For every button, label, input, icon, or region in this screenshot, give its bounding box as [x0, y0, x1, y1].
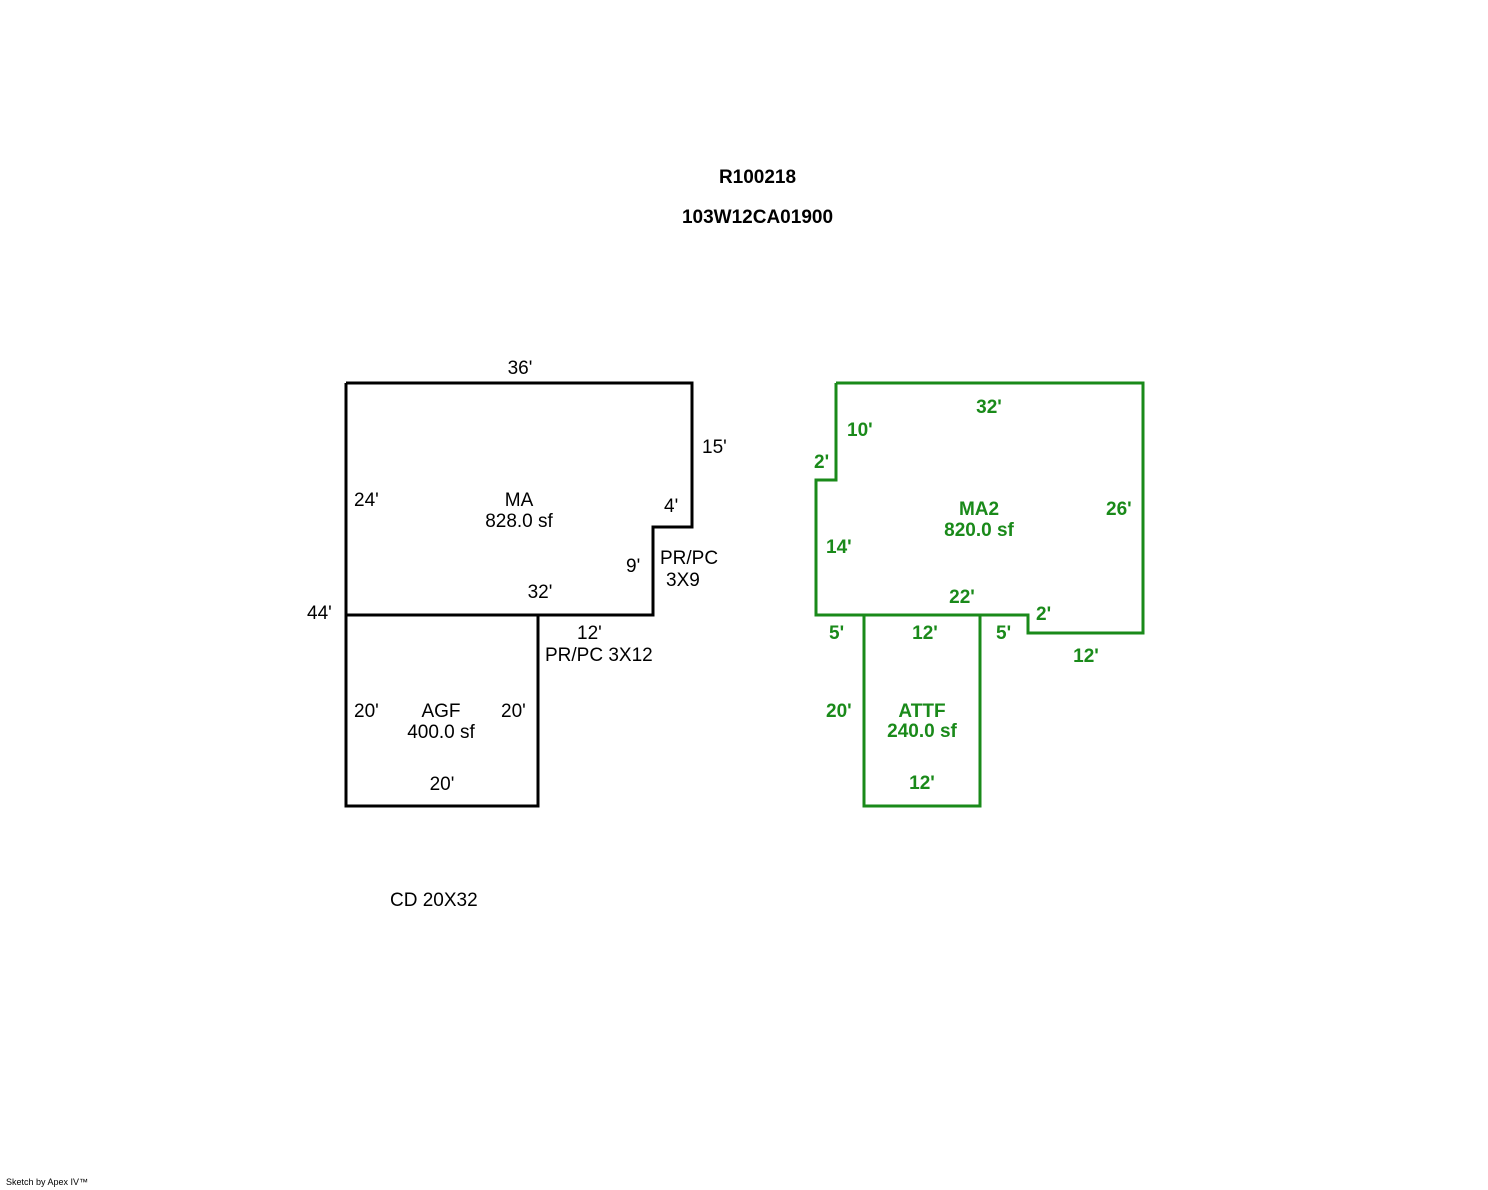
dim-overall-left: 44': [307, 603, 332, 624]
agf-label: AGF: [421, 701, 460, 722]
porch1-size: 3X9: [666, 570, 700, 591]
cd-note: CD 20X32: [390, 890, 478, 911]
dim-ma2-top-left: 10': [847, 420, 873, 441]
dim-ma2-top: 32': [976, 397, 1002, 418]
ma-area: 828.0 sf: [485, 511, 553, 532]
attf-label: ATTF: [898, 701, 945, 722]
dim-agf-left: 20': [354, 701, 379, 722]
dim-ma-top: 36': [508, 358, 533, 379]
dim-ma-notch-v: 9': [626, 556, 640, 577]
dim-ma-right: 15': [702, 437, 727, 458]
porch2-label: PR/PC 3X12: [545, 645, 653, 666]
dim-attf-left-gap: 5': [829, 623, 844, 644]
attf-area: 240.0 sf: [887, 721, 957, 742]
sketch-id-title: R100218: [718, 167, 797, 188]
dim-ma-bottom: 32': [528, 582, 553, 603]
footer-credit: Sketch by Apex IV™: [6, 1177, 89, 1187]
agf-area: 400.0 sf: [407, 722, 475, 743]
dim-ma2-left-lower: 14': [826, 537, 852, 558]
ma-label: MA: [505, 490, 534, 511]
dim-attf-bottom: 12': [909, 773, 935, 794]
attf-outline: [862, 613, 982, 808]
dim-ma2-right: 26': [1106, 499, 1132, 520]
dim-attf-left: 20': [826, 701, 852, 722]
dim-agf-right: 20': [501, 701, 526, 722]
dim-ma-notch-h: 4': [664, 496, 678, 517]
ma2-outline: [814, 381, 1145, 635]
agf-outline: [344, 613, 540, 808]
dim-ma2-step-right: 2': [1036, 604, 1051, 625]
ma2-area: 820.0 sf: [944, 520, 1014, 541]
dim-agf-bottom: 20': [430, 774, 455, 795]
dim-agf-step: 12': [577, 623, 602, 644]
dim-ma2-bottom-right: 12': [1073, 646, 1099, 667]
dim-attf-top: 12': [912, 623, 938, 644]
porch1-label: PR/PC: [660, 548, 718, 569]
dim-attf-right-gap: 5': [996, 623, 1011, 644]
ma2-label: MA2: [959, 499, 999, 520]
dim-ma-left: 24': [354, 490, 379, 511]
dim-ma2-bottom-mid: 22': [949, 587, 975, 608]
parcel-number-title: 103W12CA01900: [681, 207, 834, 228]
dim-ma2-step-left: 2': [814, 452, 829, 473]
